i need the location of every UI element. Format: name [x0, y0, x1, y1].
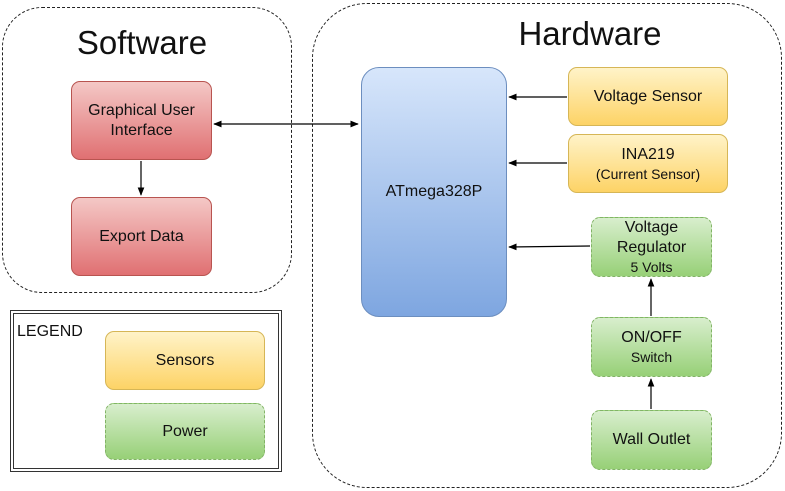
legend-sensors-label: Sensors: [155, 351, 215, 369]
voltage-regulator-block: Voltage Regulator 5 Volts: [591, 217, 712, 277]
voltage-regulator-sublabel: 5 Volts: [630, 259, 673, 275]
gui-block: Graphical User Interface: [71, 81, 212, 160]
voltage-regulator-label: Voltage Regulator: [616, 219, 687, 256]
hardware-title: Hardware: [518, 15, 662, 52]
wall-outlet-block: Wall Outlet: [591, 410, 712, 470]
software-title: Software: [76, 24, 208, 61]
ina219-sublabel: (Current Sensor): [595, 165, 701, 182]
legend-sensors-swatch: Sensors: [105, 331, 265, 390]
voltage-sensor-label: Voltage Sensor: [593, 87, 703, 105]
ina219-block: INA219 (Current Sensor): [568, 134, 728, 193]
on-off-switch-block: ON/OFF Switch: [591, 317, 712, 377]
software-group: [2, 7, 292, 293]
legend-title: LEGEND: [17, 323, 83, 340]
voltage-sensor-block: Voltage Sensor: [568, 67, 728, 126]
microcontroller-label: ATmega328P: [385, 183, 483, 200]
edge-regulator-mcu: [508, 243, 591, 251]
legend-power-swatch: Power: [105, 403, 265, 460]
microcontroller-block: ATmega328P: [361, 67, 507, 317]
hardware-group: [312, 3, 782, 488]
on-off-switch-label: ON/OFF: [621, 329, 682, 346]
legend-power-label: Power: [162, 422, 208, 440]
on-off-switch-sublabel: Switch: [630, 349, 673, 365]
export-data-block: Export Data: [71, 197, 212, 276]
ina219-label: INA219: [621, 145, 675, 163]
wall-outlet-label: Wall Outlet: [612, 431, 691, 448]
legend: [10, 310, 282, 472]
gui-label: Graphical User Interface: [88, 101, 195, 139]
export-data-label: Export Data: [99, 227, 184, 245]
